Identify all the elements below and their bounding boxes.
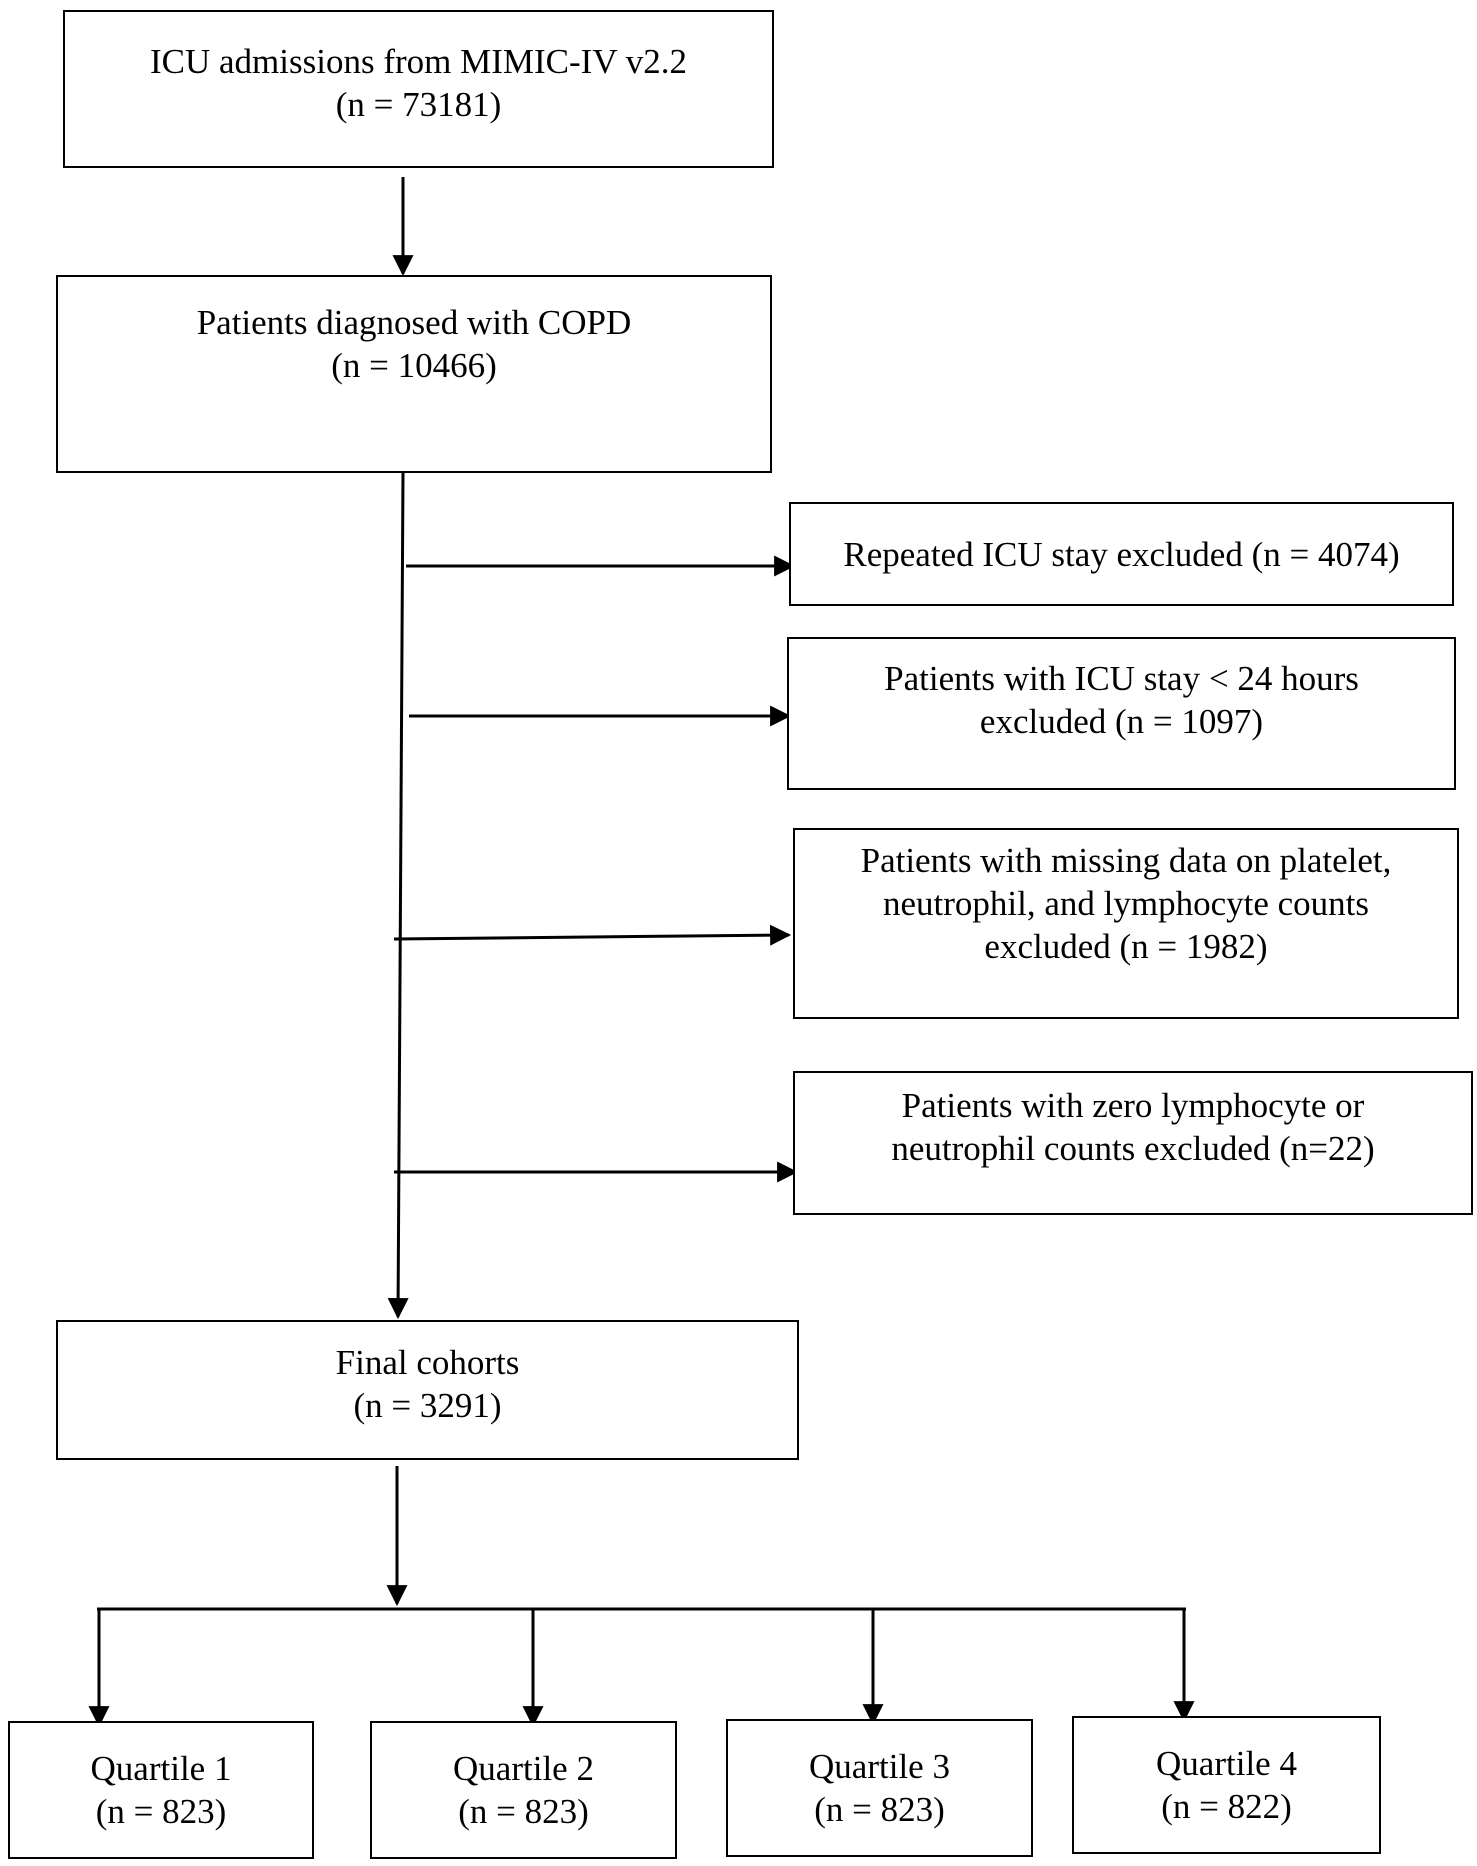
final-cohorts-box: Final cohorts (n = 3291) bbox=[56, 1320, 799, 1460]
quartile-4-label: Quartile 4 bbox=[1156, 1744, 1297, 1783]
copd-title: Patients diagnosed with COPD bbox=[196, 303, 632, 342]
exclusion-3-line-3: excluded (n = 1982) bbox=[984, 927, 1268, 966]
quartile-1-count: (n = 823) bbox=[95, 1792, 227, 1831]
quartile-4-box: Quartile 4 (n = 822) bbox=[1072, 1716, 1381, 1854]
arrow-to-exclusion-3 bbox=[393, 924, 792, 946]
quartile-1-label: Quartile 1 bbox=[90, 1749, 232, 1788]
admissions-count: (n = 73181) bbox=[335, 85, 502, 124]
exclusion-4-line-1: Patients with zero lymphocyte or bbox=[901, 1086, 1365, 1125]
exclusion-2-line-2: excluded (n = 1097) bbox=[979, 701, 1264, 741]
final-cohorts-count: (n = 3291) bbox=[353, 1386, 502, 1425]
exclusion-4-line-2: neutrophil counts excluded (n=22) bbox=[891, 1129, 1375, 1168]
exclusion-box-4: Patients with zero lymphocyte or neutrop… bbox=[793, 1071, 1473, 1215]
quartile-3-box: Quartile 3 (n = 823) bbox=[726, 1719, 1033, 1857]
exclusion-1-line-1: Repeated ICU stay excluded (n = 4074) bbox=[843, 534, 1400, 574]
copd-box: Patients diagnosed with COPD (n = 10466) bbox=[56, 275, 772, 473]
quartile-3-label: Quartile 3 bbox=[809, 1747, 950, 1786]
exclusion-3-line-2: neutrophil, and lymphocyte counts bbox=[882, 884, 1370, 923]
quartile-2-count: (n = 823) bbox=[458, 1792, 589, 1831]
quartile-4-count: (n = 822) bbox=[1161, 1787, 1292, 1826]
main-trunk-line bbox=[387, 471, 409, 1320]
admissions-title: ICU admissions from MIMIC-IV v2.2 bbox=[150, 42, 687, 81]
quartile-3-count: (n = 823) bbox=[814, 1790, 945, 1829]
exclusion-box-1: Repeated ICU stay excluded (n = 4074) bbox=[789, 502, 1454, 606]
quartile-1-box: Quartile 1 (n = 823) bbox=[8, 1721, 314, 1859]
exclusion-2-line-1: Patients with ICU stay < 24 hours bbox=[884, 658, 1359, 698]
exclusion-box-2: Patients with ICU stay < 24 hours exclud… bbox=[787, 637, 1456, 790]
final-cohorts-title: Final cohorts bbox=[335, 1343, 520, 1382]
admissions-box: ICU admissions from MIMIC-IV v2.2 (n = 7… bbox=[63, 10, 774, 168]
quartile-2-label: Quartile 2 bbox=[453, 1749, 594, 1788]
quartile-2-box: Quartile 2 (n = 823) bbox=[370, 1721, 677, 1859]
exclusion-box-3: Patients with missing data on platelet, … bbox=[793, 828, 1459, 1019]
copd-count: (n = 10466) bbox=[331, 346, 497, 385]
exclusion-3-line-1: Patients with missing data on platelet, bbox=[860, 841, 1392, 880]
